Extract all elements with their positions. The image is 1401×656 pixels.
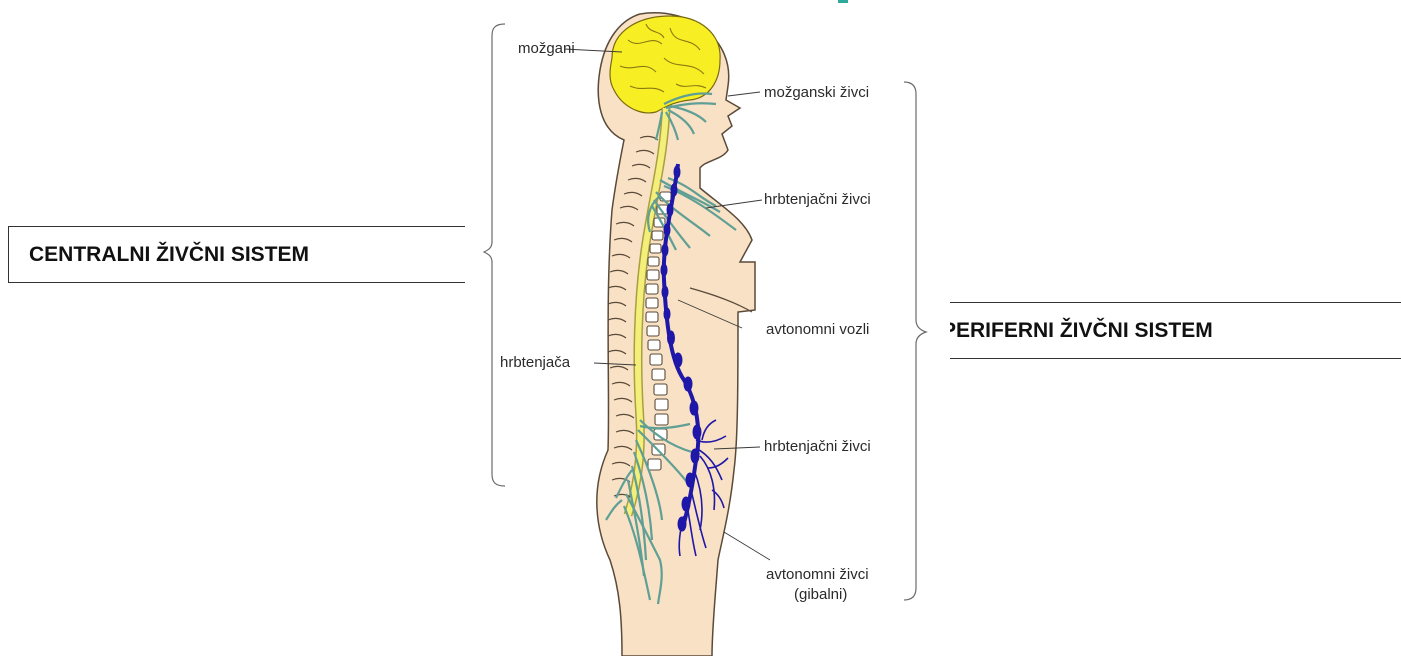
label-autonomic-nerves: avtonomni živci [766,566,869,584]
peripheral-nervous-system-label: PERIFERNI ŽIVČNI SISTEM [950,319,1213,343]
peripheral-nervous-system-box: PERIFERNI ŽIVČNI SISTEM [950,302,1401,359]
brace-central [484,24,505,486]
accent-mark [838,0,848,3]
label-spinal-cord: hrbtenjača [500,354,570,372]
brace-peripheral [904,82,926,600]
label-autonomic-ganglia: avtonomni vozli [766,321,869,339]
label-autonomic-nerves-note: (gibalni) [794,586,847,604]
label-spinal-nerves-lower: hrbtenjačni živci [764,438,871,456]
body-silhouette [597,13,755,656]
label-brain: možgani [518,40,575,58]
central-nervous-system-label: CENTRALNI ŽIVČNI SISTEM [29,243,309,267]
label-spinal-nerves-upper: hrbtenjačni živci [764,191,871,209]
central-nervous-system-box: CENTRALNI ŽIVČNI SISTEM [8,226,465,283]
label-cranial-nerves: možganski živci [764,84,869,102]
